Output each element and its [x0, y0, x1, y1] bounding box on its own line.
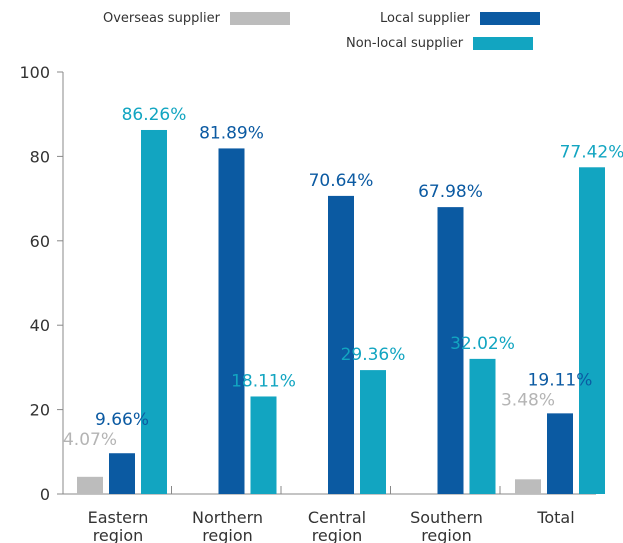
data-label-2-3: 70.64% — [309, 171, 374, 191]
y-tick-label: 0 — [40, 485, 50, 504]
data-label-2-1: 9.66% — [95, 410, 149, 430]
bar-2-5 — [547, 413, 573, 494]
x-tick-label: region — [421, 526, 472, 543]
x-tick-label: Central — [308, 508, 366, 527]
x-tick-label: Eastern — [88, 508, 149, 527]
legend-label-local: Local supplier — [380, 11, 470, 26]
legend-label-overseas: Overseas supplier — [103, 11, 220, 26]
bar-1-1 — [77, 476, 103, 494]
bar-3-1 — [141, 129, 167, 495]
y-tick-label: 40 — [30, 316, 50, 335]
data-label-2-5: 19.11% — [528, 370, 593, 390]
legend-label-nonlocal: Non-local supplier — [346, 36, 464, 51]
y-tick-label: 20 — [30, 401, 50, 420]
data-label-2-2: 81.89% — [199, 123, 264, 143]
data-label-3-5: 77.42% — [560, 142, 623, 162]
x-tick-label: region — [202, 526, 253, 543]
x-tick-label: Total — [536, 508, 574, 527]
bar-3-5 — [579, 167, 605, 494]
data-label-1-1: 4.07% — [63, 430, 117, 450]
y-tick-label: 60 — [30, 232, 50, 251]
y-tick-label: 100 — [19, 63, 50, 82]
x-tick-label: region — [93, 526, 144, 543]
y-tick-label: 80 — [30, 147, 50, 166]
data-label-3-1: 86.26% — [122, 105, 187, 125]
data-label-3-3: 29.36% — [341, 345, 406, 365]
x-tick-label: Southern — [410, 508, 483, 527]
data-label-2-4: 67.98% — [418, 182, 483, 202]
bar-2-4 — [437, 207, 464, 495]
x-tick-label: region — [312, 526, 363, 543]
legend-item-overseas: Overseas supplier — [103, 11, 290, 26]
legend-swatch-nonlocal — [473, 37, 534, 50]
legend-item-nonlocal: Non-local supplier — [346, 36, 534, 51]
bar-3-4 — [469, 358, 496, 494]
bar-3-2 — [250, 396, 277, 494]
bar-2-2 — [218, 148, 245, 494]
bar-3-3 — [360, 370, 386, 494]
bar-1-5 — [515, 479, 541, 494]
bar-2-1 — [109, 453, 135, 494]
legend-item-local: Local supplier — [380, 11, 540, 26]
x-tick-label: Northern — [192, 508, 263, 527]
data-label-1-5: 3.48% — [501, 390, 555, 410]
bar-2-3 — [328, 195, 354, 494]
data-label-3-2: 18.11% — [231, 371, 296, 391]
legend-swatch-local — [479, 12, 540, 25]
data-label-3-4: 32.02% — [450, 334, 515, 354]
legend-swatch-overseas — [230, 12, 290, 25]
